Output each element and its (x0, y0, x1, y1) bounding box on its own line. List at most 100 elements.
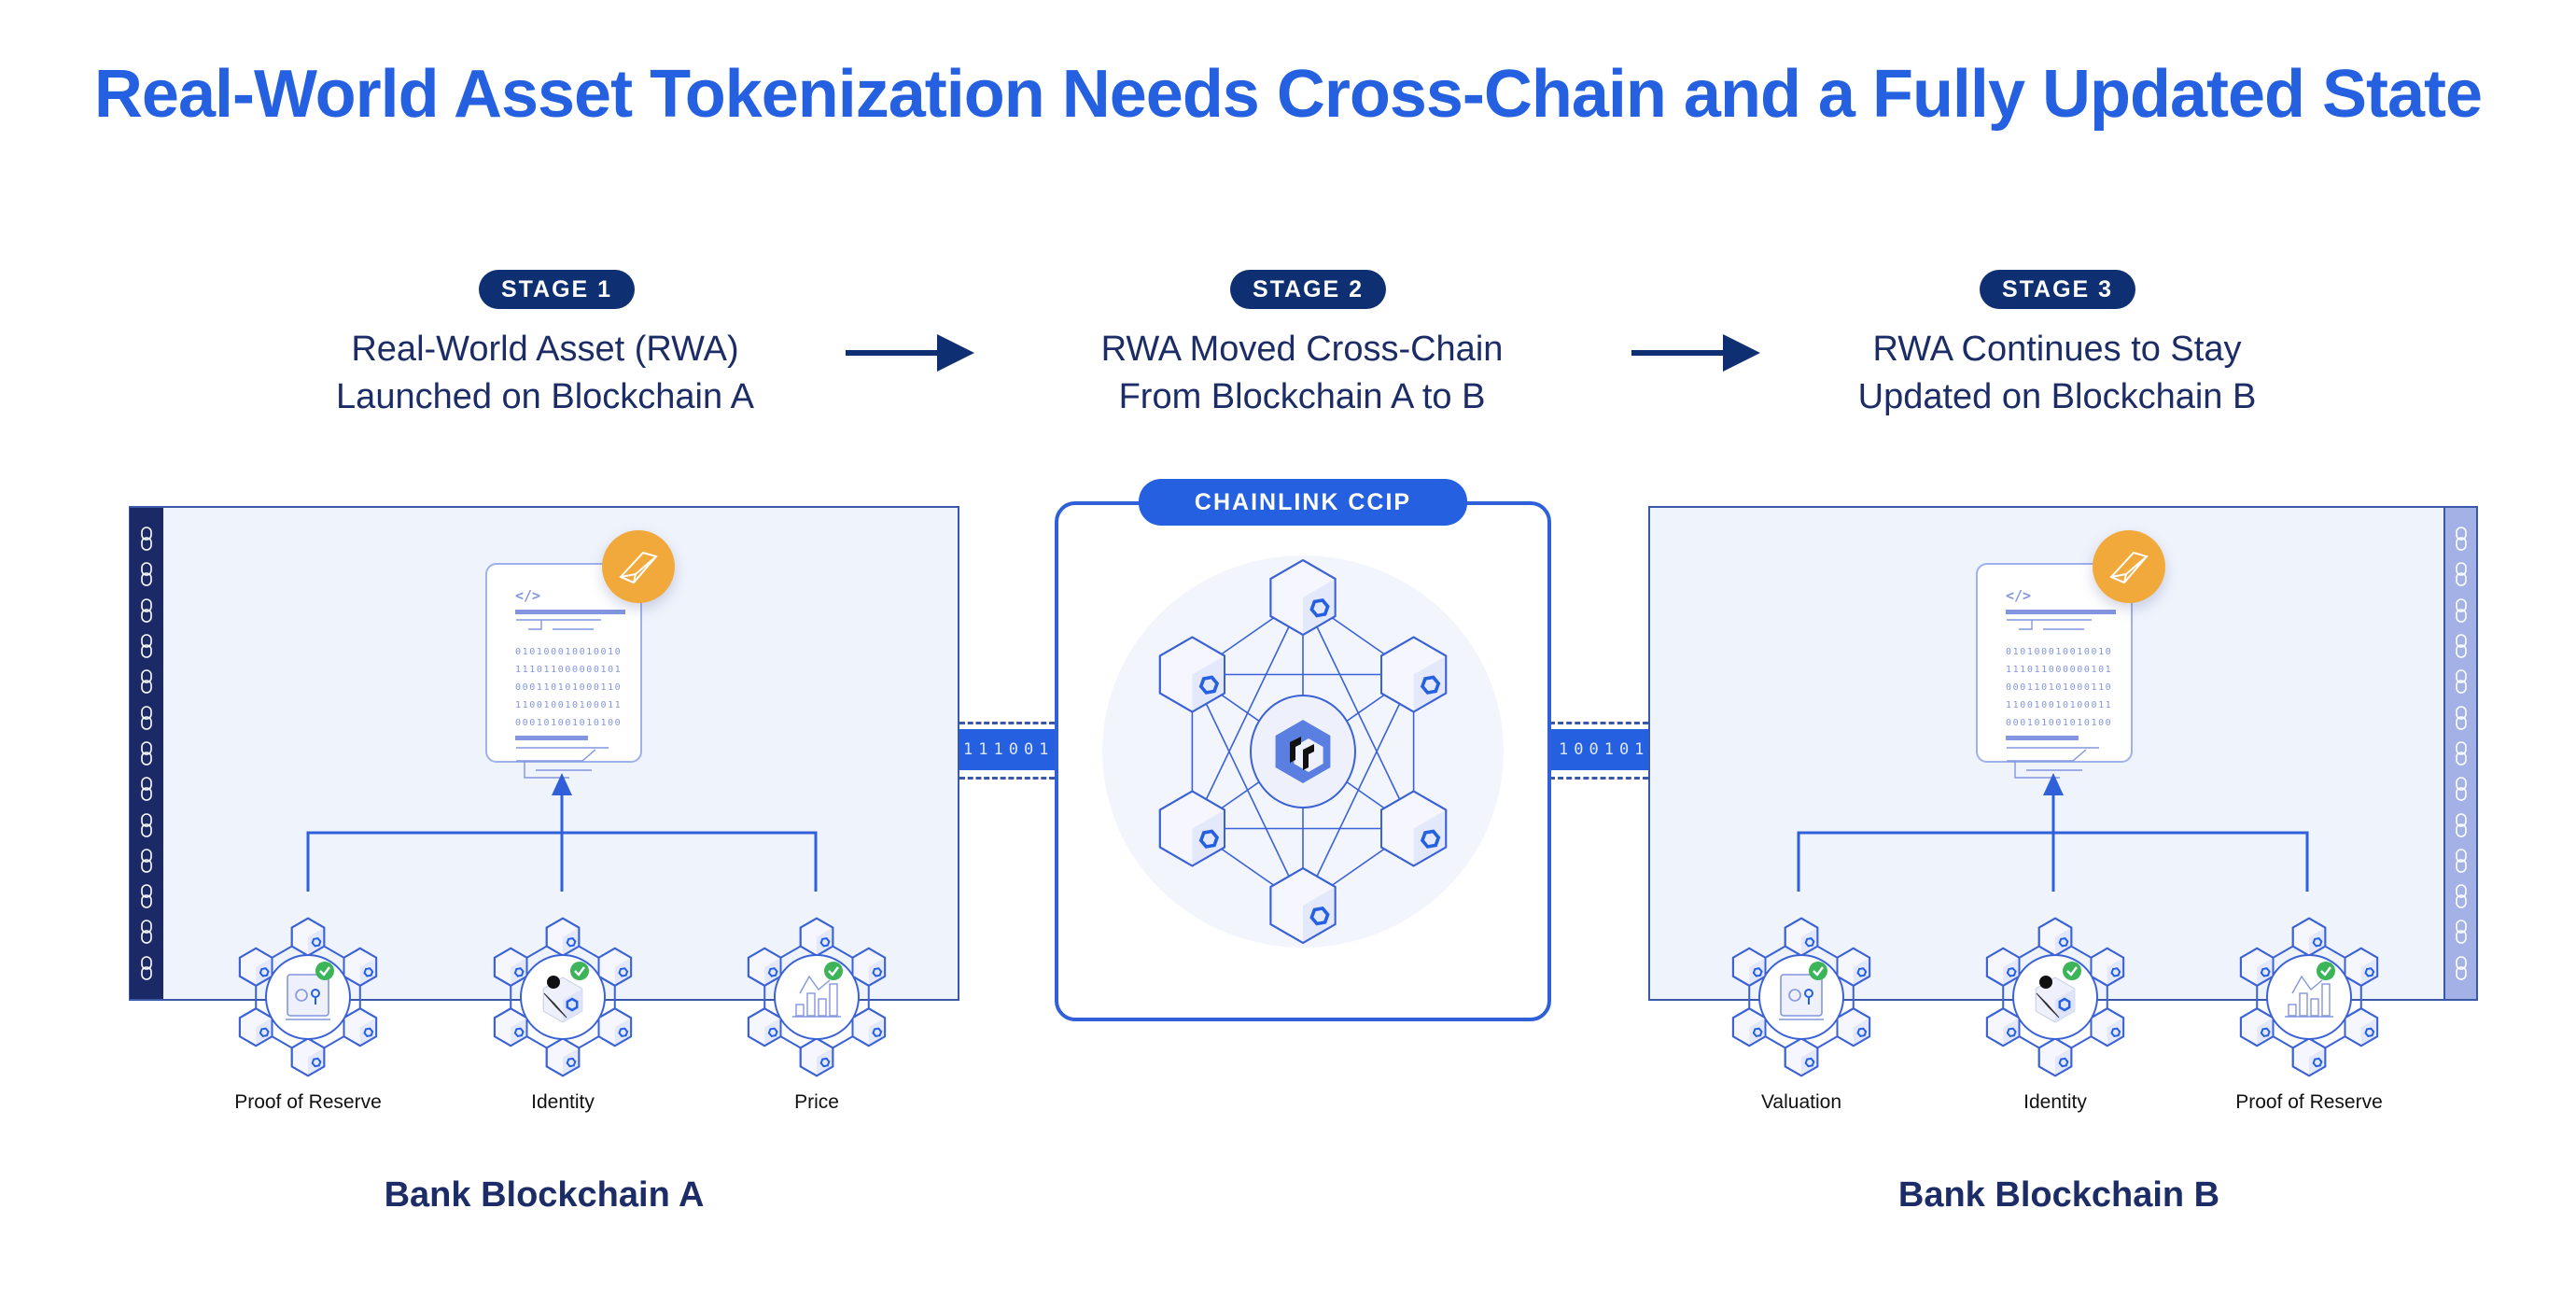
node-cube-icon (1836, 947, 1871, 987)
chain-link-icon (141, 669, 152, 695)
node-cube-icon (1985, 947, 2021, 987)
verified-check-icon (2063, 962, 2081, 980)
binary-line: 000101001010100 (2006, 718, 2113, 728)
feed-center-circle (774, 954, 860, 1040)
stage-arrow-2-icon (1631, 334, 1760, 372)
chainlink-logo-icon (311, 1057, 322, 1068)
chainlink-logo-icon (363, 967, 374, 977)
chainlink-logo-icon (1198, 675, 1220, 695)
stage-3-line-2: Updated on Blockchain B (1857, 377, 2257, 416)
stage-1-line-1: Real-World Asset (RWA) (351, 330, 739, 369)
feed-node-cluster-price (747, 917, 887, 1077)
node-cube-icon (545, 917, 581, 957)
blockchain-a-feed-arrows (306, 773, 818, 892)
content-bar (2006, 610, 2116, 614)
node-cube-icon (290, 1037, 326, 1077)
node-cube-icon (2037, 917, 2073, 957)
chainlink-logo-icon (2312, 936, 2323, 948)
node-cube-icon (1784, 1037, 1819, 1077)
feed-label: Identity (2023, 1091, 2087, 1113)
chain-link-icon (2455, 955, 2467, 980)
node-cube-icon (851, 947, 887, 987)
identity-badge-icon (2039, 976, 2052, 989)
code-tag-icon: </> (515, 587, 541, 604)
chain-link-icon (2455, 669, 2467, 695)
node-cube-icon (597, 947, 633, 987)
chainlink-logo-icon (2364, 1027, 2375, 1038)
safe-icon (286, 974, 330, 1020)
stage-3-line-1: RWA Continues to Stay (1872, 330, 2242, 369)
chainlink-logo-icon (259, 1027, 270, 1038)
node-cube-icon (1158, 636, 1225, 713)
verified-check-icon (2317, 962, 2335, 980)
node-cube-icon (2344, 947, 2379, 987)
chainlink-logo-icon (1198, 829, 1220, 849)
connector-left-dash-top (959, 722, 1055, 724)
price-chart-icon (792, 975, 841, 1018)
node-cube-icon (2090, 1007, 2125, 1047)
stage-1-badge: STAGE 1 (479, 270, 635, 309)
chainlink-logo-icon (1856, 967, 1868, 977)
node-cube-icon (747, 947, 782, 987)
feed-label: Proof of Reserve (234, 1091, 382, 1113)
feed-label: Valuation (1760, 1091, 1841, 1113)
chain-link-icon (141, 955, 152, 980)
feed-node-cluster-proof-of-reserve (238, 917, 378, 1077)
feed-node-cluster-identity (1985, 917, 2125, 1077)
node-cube-icon (2291, 917, 2327, 957)
chain-link-icon (2455, 849, 2467, 873)
price-chart-icon (2285, 975, 2333, 1018)
content-bar (515, 610, 625, 614)
node-cube-icon (343, 947, 378, 987)
chainlink-logo-icon (1752, 1027, 1763, 1038)
node-cube-icon (851, 1007, 887, 1047)
identity-cube-icon (2035, 976, 2076, 1023)
stage-1-line-2: Launched on Blockchain A (336, 377, 754, 416)
stage-3-badge: STAGE 3 (1980, 270, 2135, 309)
chain-link-icon (2455, 597, 2467, 623)
binary-line: 110010010100011 (2006, 700, 2113, 710)
chain-link-icon (141, 597, 152, 623)
identity-badge-icon (547, 976, 560, 989)
chainlink-logo-icon (1309, 597, 1330, 618)
chainlink-logo-icon (872, 967, 883, 977)
content-bar (515, 736, 588, 740)
binary-line: 000101001010100 (515, 718, 623, 728)
bank-blockchain-b-label: Bank Blockchain B (1897, 1175, 2220, 1215)
chainlink-logo-icon (2312, 1057, 2323, 1068)
node-cube-icon (493, 947, 528, 987)
node-cube-icon (238, 1007, 273, 1047)
node-cube-icon (799, 1037, 834, 1077)
chainlink-logo-icon (2260, 967, 2271, 977)
stage-1-description: Real-World Asset (RWA) Launched on Block… (218, 326, 872, 421)
chainlink-logo-icon (2110, 1027, 2121, 1038)
identity-cube-icon (542, 976, 583, 1023)
chain-link-icon (141, 634, 152, 658)
node-cube-icon (238, 947, 273, 987)
feed-label: Proof of Reserve (2235, 1091, 2383, 1113)
chainlink-logo-icon (2058, 1057, 2069, 1068)
node-cube-icon (1380, 636, 1448, 713)
binary-line: 000110101000110 (515, 682, 623, 693)
node-cube-icon (290, 917, 326, 957)
verified-check-icon (570, 962, 589, 980)
binary-line: 010100010010010 (515, 647, 623, 657)
ccip-network-diagram (1102, 555, 1504, 948)
node-cube-icon (493, 1007, 528, 1047)
node-cube-icon (2344, 1007, 2379, 1047)
gold-bar-asset-icon (602, 530, 675, 603)
chain-link-icon (2455, 741, 2467, 766)
node-cube-icon (747, 1007, 782, 1047)
chainlink-ccip-label: CHAINLINK CCIP (1139, 479, 1467, 526)
chainlink-logo-icon (566, 1057, 577, 1068)
chainlink-logo-icon (2364, 967, 2375, 977)
chainlink-logo-icon (2006, 967, 2017, 977)
chainlink-logo-icon (2006, 1027, 2017, 1038)
chainlink-logo-icon (618, 1027, 629, 1038)
chain-link-icon (141, 562, 152, 587)
